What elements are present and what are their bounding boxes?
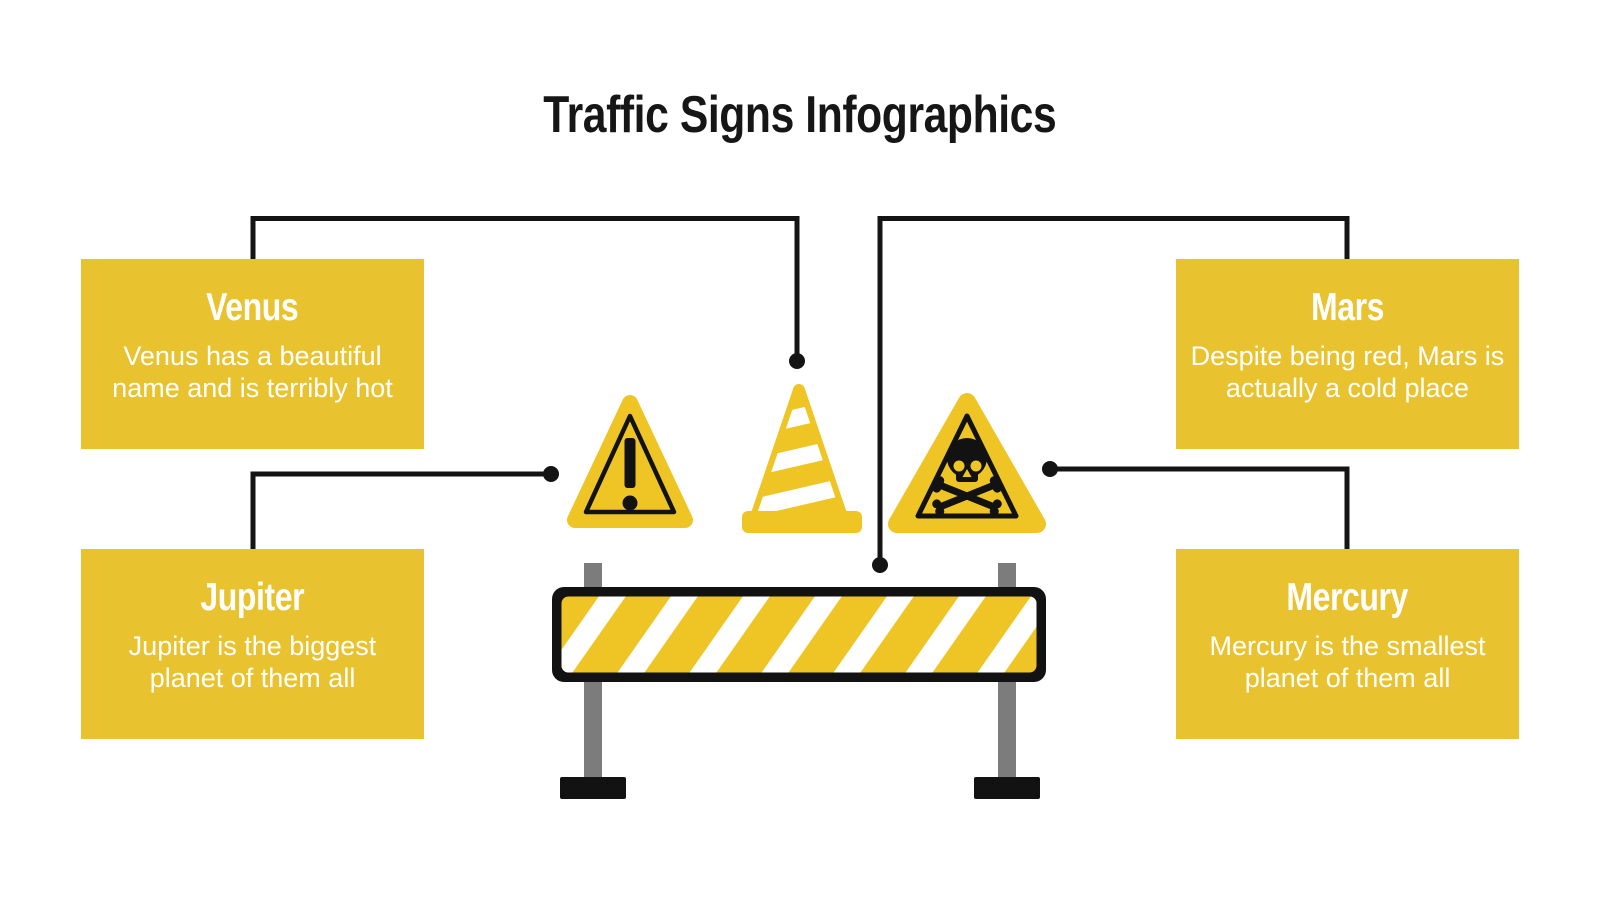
skull-triangle-outline [915,413,1019,519]
traffic-cone-icon [742,384,862,533]
card-body: Despite being red, Mars is actually a co… [1190,341,1505,403]
card-title: Venus [206,286,299,329]
page-title-text: Traffic Signs Infographics [543,86,1057,144]
card-body: Venus has a beautiful name and is terrib… [112,341,393,403]
card-title: Jupiter [200,576,305,619]
crossbones [932,476,1002,516]
barrier-board [552,587,1046,682]
card-mercury: Mercury Mercury is the smallest planet o… [1176,549,1519,739]
barrier-foot-left [560,777,626,799]
connector-mercury-skull [1042,461,1350,549]
exclamation-mark [622,438,638,511]
skull-eye [970,460,982,472]
card-body: Mercury is the smallest planet of them a… [1209,631,1486,693]
skull-crossbones-triangle-icon [888,393,1046,533]
connector-jupiter-warning [250,466,559,549]
card-body: Jupiter is the biggest planet of them al… [128,631,377,693]
barrier-foot-right [974,777,1040,799]
card-mars: Mars Despite being red, Mars is actually… [1176,259,1519,449]
warning-triangle-outline [583,413,677,515]
connector-endpoint-dot [789,353,805,369]
page-title: Traffic Signs Infographics [0,89,1600,141]
warning-triangle-icon [567,395,693,528]
skull-eye [953,460,965,472]
card-title: Mercury [1286,576,1409,619]
barrier-stripes [561,596,1037,673]
connector-endpoint-dot [1042,461,1058,477]
cone-base [742,511,862,533]
connector-endpoint-dot [543,466,559,482]
connector-venus-cone [250,216,805,369]
cone-stripes [757,390,841,514]
skull-nose [962,469,972,477]
skull [947,438,987,482]
card-jupiter: Jupiter Jupiter is the biggest planet of… [81,549,424,739]
connector-mars-barrier [872,216,1350,573]
card-title: Mars [1310,286,1385,329]
road-barrier-icon [552,563,1046,799]
card-venus: Venus Venus has a beautiful name and is … [81,259,424,449]
connector-endpoint-dot [872,557,888,573]
